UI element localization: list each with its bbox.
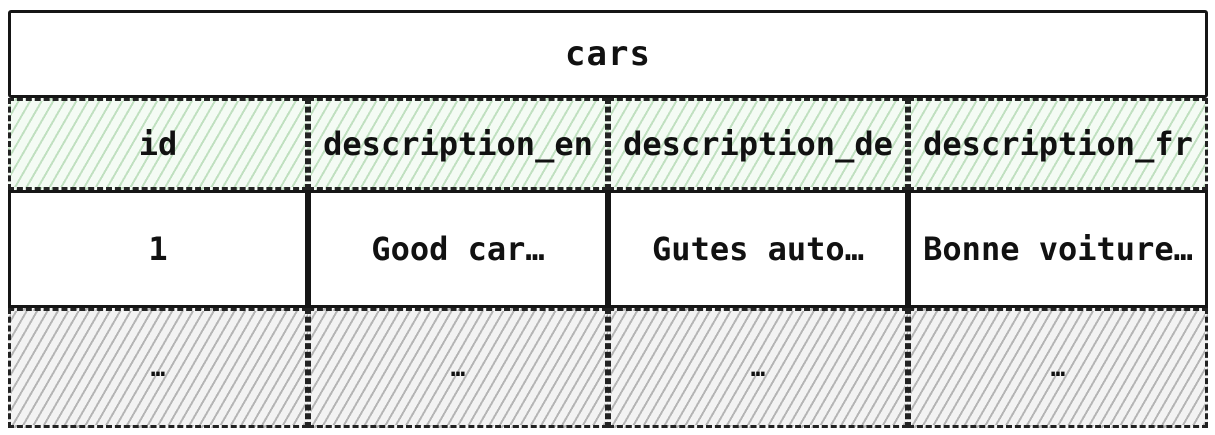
table-title: cars bbox=[8, 10, 1208, 98]
ellipsis-cell: … bbox=[608, 308, 908, 428]
cell-id: 1 bbox=[8, 190, 308, 308]
cell-description-de: Gutes auto… bbox=[608, 190, 908, 308]
column-header-description-de: description_de bbox=[608, 98, 908, 190]
ellipsis-cell: … bbox=[908, 308, 1208, 428]
cell-description-en: Good car… bbox=[308, 190, 608, 308]
ellipsis-cell: … bbox=[308, 308, 608, 428]
ellipsis-cell: … bbox=[8, 308, 308, 428]
table-row: 1 Good car… Gutes auto… Bonne voiture… bbox=[8, 190, 1208, 308]
column-header-description-fr: description_fr bbox=[908, 98, 1208, 190]
cell-description-fr: Bonne voiture… bbox=[908, 190, 1208, 308]
column-header-id: id bbox=[8, 98, 308, 190]
ellipsis-row: … … … … bbox=[8, 308, 1208, 428]
table-diagram: cars id description_en description_de de… bbox=[8, 10, 1208, 428]
column-header-description-en: description_en bbox=[308, 98, 608, 190]
header-row: id description_en description_de descrip… bbox=[8, 98, 1208, 190]
